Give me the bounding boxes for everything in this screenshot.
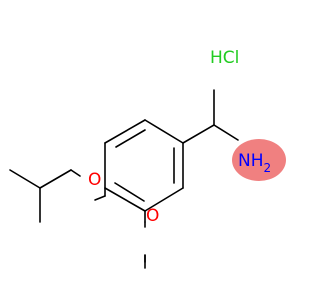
salt-label: HCl	[210, 48, 239, 68]
ether-oxygen-to-ch2-bond	[70, 169, 81, 177]
ring-to-chiral-carbon-bond	[182, 124, 215, 144]
ring-bond-3	[104, 187, 146, 212]
ring-bond-6	[144, 119, 184, 144]
amine-nh-label: NH	[238, 151, 264, 171]
ether-oxygen-label: O	[88, 170, 101, 190]
ring-double-bond-top	[115, 129, 146, 148]
ch2-to-ch-bond	[39, 169, 72, 189]
amine-subscript: 2	[264, 161, 272, 175]
ring-double-bond-bottom	[114, 182, 145, 202]
methoxy-oxygen-label: O	[146, 206, 159, 226]
ch-to-methyl-up-bond	[9, 169, 41, 189]
ether-oxygen-to-ring-bond	[94, 195, 106, 201]
ring-bond-2	[144, 187, 184, 212]
molecule-structure: HCl O O NH2	[9, 48, 286, 269]
amine-highlight	[232, 139, 286, 181]
amine-label: NH2	[238, 151, 271, 175]
chiral-carbon-to-nitrogen-bond	[213, 124, 239, 141]
ring-bond-5	[104, 119, 146, 144]
